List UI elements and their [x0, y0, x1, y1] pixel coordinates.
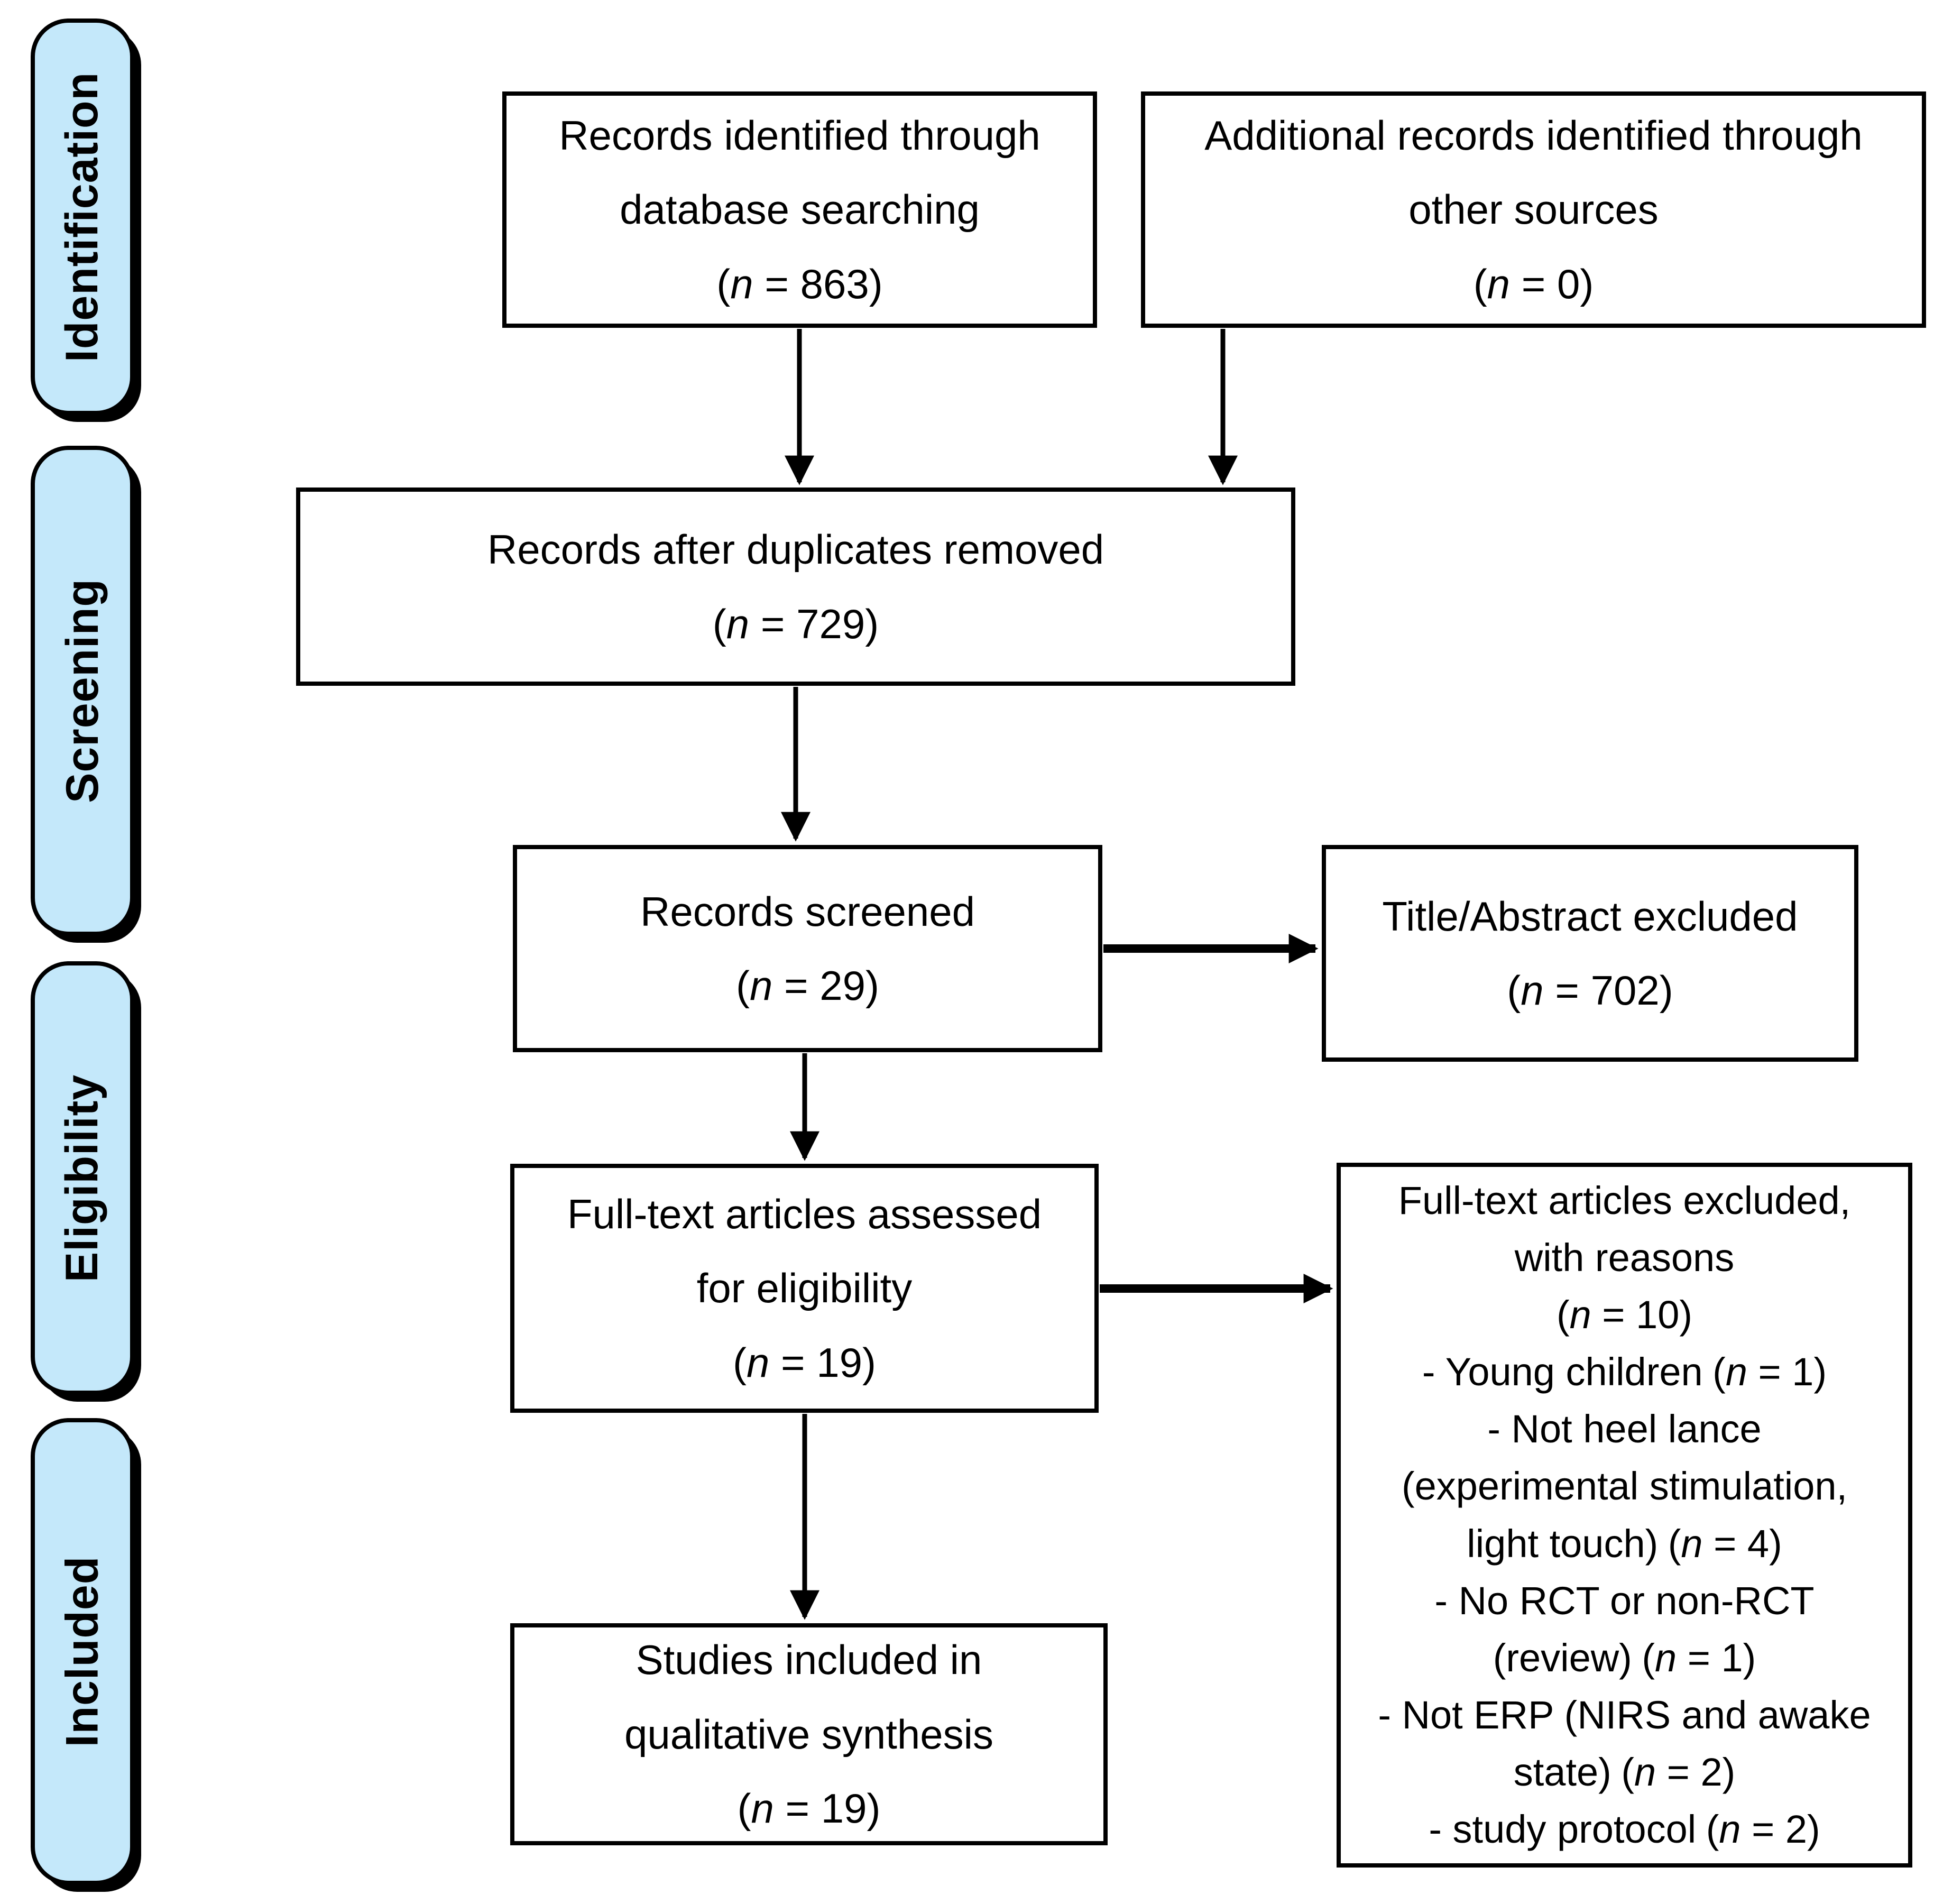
- stage-label: Screening: [57, 578, 108, 803]
- stage-screening: Screening: [31, 446, 134, 936]
- box-fulltext-assessed: Full-text articles assessed for eligibil…: [510, 1164, 1099, 1413]
- exclusion-reason: (experimental stimulation,: [1401, 1464, 1848, 1509]
- exclusion-reason: - No RCT or non-RCT: [1434, 1578, 1815, 1623]
- exclusion-reason: state)(n = 2): [1513, 1750, 1736, 1794]
- exclusion-reason: - Not heel lance: [1487, 1407, 1762, 1451]
- stage-label: Eligibility: [57, 1074, 108, 1282]
- box-count: (n = 729): [712, 600, 879, 647]
- box-count: (n = 29): [735, 962, 879, 1009]
- box-text: Full-text articles assessed: [567, 1190, 1042, 1237]
- box-title-abstract-excluded: Title/Abstract excluded (n = 702): [1322, 845, 1858, 1062]
- stage-label: Included: [57, 1556, 108, 1747]
- stage-identification: Identification: [31, 19, 134, 415]
- box-count: (n = 19): [737, 1785, 881, 1832]
- box-count: (n = 10): [1556, 1293, 1693, 1337]
- box-text: other sources: [1408, 186, 1659, 233]
- reason-count: (n = 4): [1668, 1521, 1782, 1566]
- exclusion-reason: - study protocol(n = 2): [1429, 1807, 1820, 1851]
- box-count: (n = 0): [1473, 260, 1594, 307]
- reason-count: (n = 2): [1621, 1750, 1736, 1794]
- box-text: Records identified through: [559, 112, 1040, 159]
- box-records-identified: Records identified through database sear…: [502, 91, 1097, 328]
- exclusion-reason: (review)(n = 1): [1493, 1635, 1756, 1680]
- box-text: Title/Abstract excluded: [1382, 893, 1798, 940]
- box-text: database searching: [620, 186, 980, 233]
- reason-count: (n = 1): [1642, 1635, 1756, 1680]
- box-count: (n = 702): [1507, 967, 1673, 1014]
- stage-eligibility: Eligibility: [31, 961, 134, 1395]
- box-studies-included: Studies included in qualitative synthesi…: [510, 1623, 1108, 1845]
- stage-included: Included: [31, 1418, 134, 1885]
- box-count: (n = 863): [716, 260, 883, 307]
- reason-count: (n = 2): [1706, 1807, 1820, 1851]
- box-duplicates-removed: Records after duplicates removed (n = 72…: [296, 488, 1295, 686]
- reason-count: (n = 1): [1712, 1350, 1827, 1394]
- box-text: with reasons: [1514, 1236, 1735, 1280]
- box-text: Full-text articles excluded,: [1398, 1179, 1851, 1223]
- box-count: (n = 19): [732, 1339, 876, 1386]
- box-additional-records: Additional records identified through ot…: [1141, 91, 1926, 328]
- stage-label: Identification: [57, 71, 108, 362]
- exclusion-reason: - Young children(n = 1): [1422, 1350, 1827, 1394]
- box-text: Records after duplicates removed: [487, 526, 1104, 573]
- exclusion-reason: - Not ERP (NIRS and awake: [1378, 1693, 1871, 1737]
- box-records-screened: Records screened (n = 29): [513, 845, 1102, 1052]
- box-text: Records screened: [640, 888, 975, 935]
- box-text: for eligibility: [696, 1265, 913, 1312]
- box-text: Studies included in: [636, 1636, 982, 1684]
- box-text: Additional records identified through: [1204, 112, 1863, 159]
- box-fulltext-excluded: Full-text articles excluded, with reason…: [1337, 1163, 1912, 1868]
- box-text: qualitative synthesis: [624, 1710, 994, 1758]
- exclusion-reason: light touch)(n = 4): [1467, 1521, 1782, 1566]
